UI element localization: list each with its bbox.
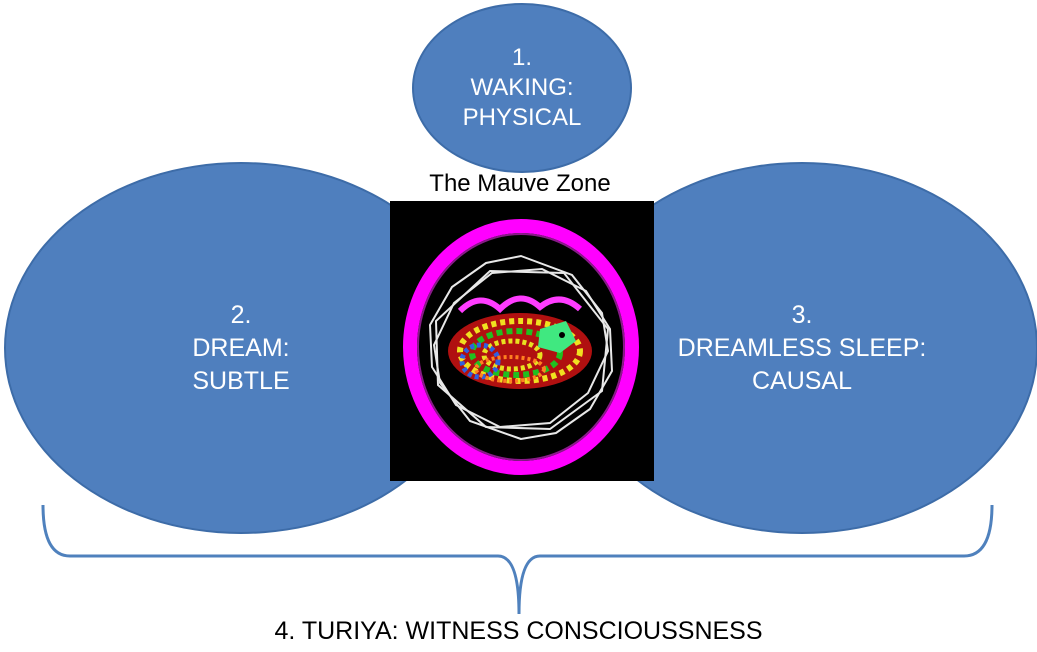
dream-title: DREAM: [192,333,290,362]
mauve-zone-caption: The Mauve Zone [429,170,611,197]
serpent-head [538,321,576,353]
sleep-title: DREAMLESS SLEEP: [677,333,927,362]
dream-subtitle: SUBTLE [192,366,290,395]
waking-ellipse: 1. WAKING: PHYSICAL [412,3,632,173]
serpent-coil [448,295,592,389]
waking-number: 1. [511,44,532,71]
dream-number: 2. [230,300,252,329]
star-polygon [428,254,614,441]
waking-subtitle: PHYSICAL [462,104,582,131]
turiya-label: 4. TURIYA: WITNESS CONSCIOUSSNESS [274,617,763,645]
sleep-subtitle: CAUSAL [751,366,853,395]
magenta-ring [403,219,639,475]
sleep-number: 3. [791,300,813,329]
waking-title: WAKING: [470,74,574,101]
mauve-zone-image [390,201,654,481]
